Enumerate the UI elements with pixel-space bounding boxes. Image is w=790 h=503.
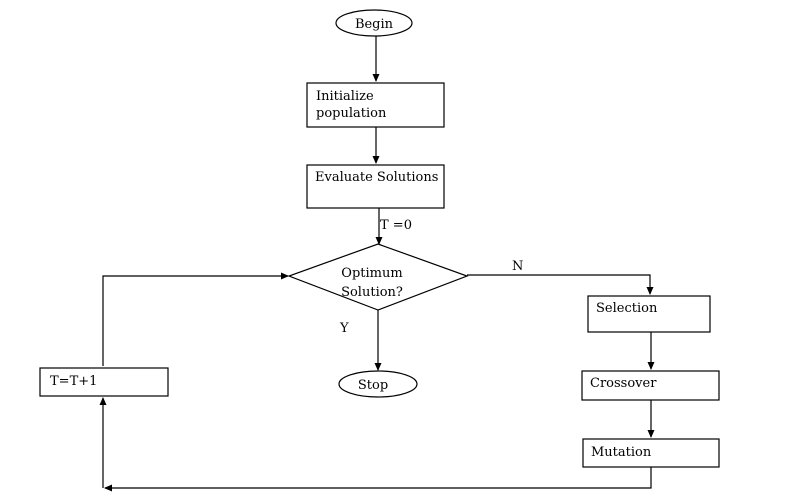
mutation-box [582, 438, 720, 468]
evaluate-box [306, 164, 445, 209]
stop-terminal [338, 370, 418, 398]
decision-label-line1: Optimum [341, 266, 402, 281]
initialize-label-line2: population [316, 106, 387, 121]
selection-label: Selection [596, 301, 658, 316]
crossover-label: Crossover [590, 376, 657, 391]
yes-branch-label: Y [339, 321, 349, 336]
initialize-box [306, 82, 445, 128]
nodes [39, 9, 720, 468]
selection-box [587, 295, 711, 333]
no-branch-label: N [512, 259, 523, 274]
edges [99, 36, 655, 492]
evaluate-label: Evaluate Solutions [315, 170, 438, 185]
edge-mutation-to-loop-bottom [104, 467, 652, 492]
decision-diamond [287, 243, 469, 311]
begin-label: Begin [355, 17, 394, 32]
crossover-box [581, 370, 720, 401]
initialize-label-line1: Initialize [316, 89, 374, 104]
decision-label-line2: Solution? [341, 285, 403, 300]
mutation-label: Mutation [591, 445, 652, 460]
increment-label: T=T+1 [50, 374, 97, 389]
edge-decision-to-selection [467, 274, 654, 295]
init-counter-label: T =0 [380, 218, 412, 233]
begin-terminal [335, 9, 413, 37]
edge-increment-to-decision [102, 272, 289, 366]
increment-box [39, 367, 169, 397]
stop-label: Stop [358, 378, 388, 393]
